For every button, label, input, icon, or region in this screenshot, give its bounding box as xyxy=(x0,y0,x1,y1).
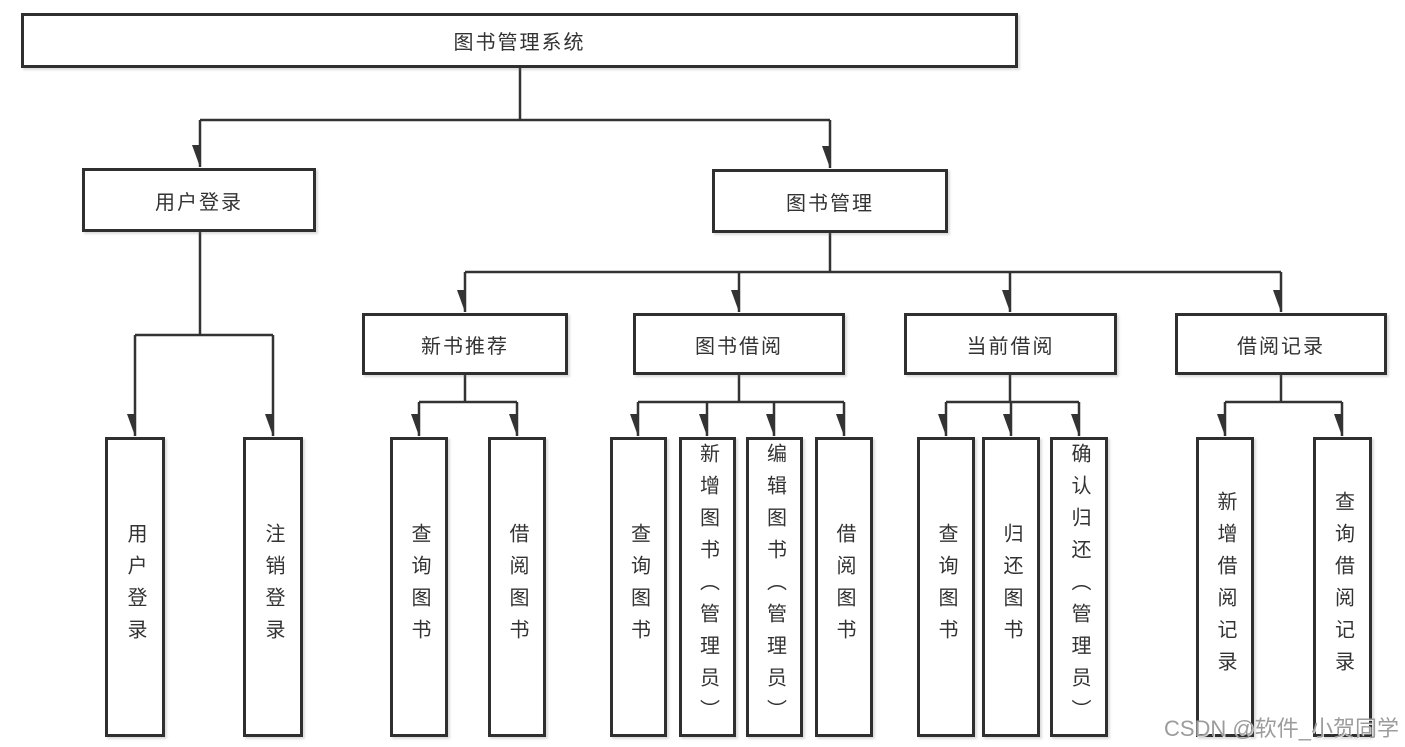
node-new-book-recommend: 新书推荐 xyxy=(362,313,568,375)
leaf-confirm-return-admin-label: 确认归还（管理员） xyxy=(1068,443,1090,731)
node-book-management-label: 图书管理 xyxy=(786,192,874,215)
csdn-watermark: CSDN @软件_小贺同学 xyxy=(1163,716,1399,741)
node-library-system-label: 图书管理系统 xyxy=(453,32,586,54)
node-user-login-label: 用户登录 xyxy=(155,191,243,214)
leaf-borrow-books: 借阅图书 xyxy=(815,437,873,737)
leaf-query-borrow-record-label: 查询借阅记录 xyxy=(1331,491,1354,683)
leaf-query-books-recommend: 查询图书 xyxy=(390,437,448,737)
leaf-borrow-books-label: 借阅图书 xyxy=(833,523,855,651)
leaf-user-login: 用户登录 xyxy=(105,437,165,737)
node-new-book-recommend-label: 新书推荐 xyxy=(421,335,509,358)
leaf-add-borrow-record: 新增借阅记录 xyxy=(1196,437,1254,737)
leaf-query-books-recommend-label: 查询图书 xyxy=(408,523,430,651)
leaf-return-book: 归还图书 xyxy=(982,437,1040,737)
leaf-edit-book-admin-label: 编辑图书（管理员） xyxy=(763,443,786,731)
leaf-edit-book-admin: 编辑图书（管理员） xyxy=(746,437,803,737)
leaf-query-books-borrow-label: 查询图书 xyxy=(627,523,650,651)
leaf-add-borrow-record-label: 新增借阅记录 xyxy=(1214,491,1236,683)
node-book-borrow: 图书借阅 xyxy=(633,313,845,375)
leaf-return-book-label: 归还图书 xyxy=(1000,523,1022,651)
leaf-add-book-admin-label: 新增图书（管理员） xyxy=(696,443,719,731)
leaf-query-books-current: 查询图书 xyxy=(917,437,975,737)
leaf-confirm-return-admin: 确认归还（管理员） xyxy=(1050,437,1108,737)
node-book-management: 图书管理 xyxy=(712,169,948,233)
node-current-borrow: 当前借阅 xyxy=(904,313,1117,375)
leaf-query-borrow-record: 查询借阅记录 xyxy=(1313,437,1372,737)
leaf-user-login-label: 用户登录 xyxy=(124,523,146,651)
node-borrow-records-label: 借阅记录 xyxy=(1237,335,1325,358)
leaf-add-book-admin: 新增图书（管理员） xyxy=(679,437,736,737)
leaf-logout-label: 注销登录 xyxy=(262,523,284,651)
leaf-logout: 注销登录 xyxy=(243,437,303,737)
leaf-borrow-books-recommend: 借阅图书 xyxy=(488,437,546,737)
node-book-borrow-label: 图书借阅 xyxy=(695,335,783,358)
leaf-query-books-current-label: 查询图书 xyxy=(935,523,957,651)
node-user-login: 用户登录 xyxy=(82,168,316,232)
node-borrow-records: 借阅记录 xyxy=(1175,313,1387,375)
leaf-borrow-books-recommend-label: 借阅图书 xyxy=(506,523,528,651)
node-library-system: 图书管理系统 xyxy=(21,13,1018,68)
node-current-borrow-label: 当前借阅 xyxy=(966,335,1055,358)
leaf-query-books-borrow: 查询图书 xyxy=(610,437,667,737)
